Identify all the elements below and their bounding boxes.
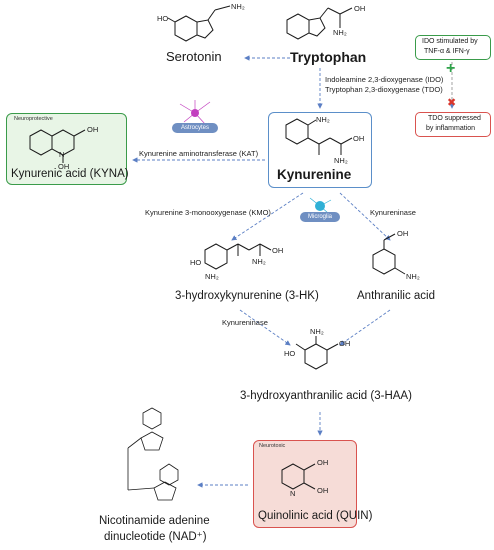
anthranilic-nh2: NH₂ [406, 272, 420, 281]
kynurenine-box [268, 112, 372, 188]
tryptophan-oh: OH [354, 4, 366, 13]
arrow-anthranilic-to-3haa [339, 309, 391, 346]
serotonin-structure [167, 5, 231, 42]
arrow-kyn-to-anthranilic [339, 192, 391, 241]
quin-structure [281, 463, 316, 490]
kynurenine-structure [285, 118, 353, 155]
arrow-kyn-to-3hk [231, 192, 304, 241]
kynurenine-label: Kynurenine [277, 167, 352, 182]
tryptophan-label: Tryptophan [290, 49, 367, 65]
ido-stimulated-box [415, 35, 491, 60]
tdo-suppressed-line2: by inflammation [426, 125, 476, 132]
3haa-label: 3-hydroxyanthranilic acid (3-HAA) [240, 390, 412, 402]
ido-stimulated-line1: IDO stimulated by [422, 38, 478, 45]
kyna-label: Kynurenic acid (KYNA) [11, 168, 129, 180]
tdo-suppressed-line1: TDO suppressed [428, 115, 481, 122]
tryptophan-nh2: NH₂ [333, 28, 347, 37]
tdo-suppressed-box [415, 112, 491, 137]
quin-n: N [290, 489, 296, 498]
kmo-enzyme-label: Kynurenine 3-monooxygenase (KMO) [145, 208, 271, 217]
neurotoxic-tag: Neurotoxic [259, 443, 286, 449]
kynurenine-nh2: NH₂ [334, 156, 348, 165]
3hk-ho: HO [190, 258, 202, 267]
kynureninase-left-label: Kynureninase [222, 318, 268, 327]
kyna-oh: OH [58, 162, 70, 171]
3haa-oh: OH [339, 339, 351, 348]
quin-label: Quinolinic acid (QUIN) [258, 510, 373, 522]
serotonin-nh2: NH₂ [231, 2, 245, 11]
3hk-nh2-side: NH₂ [252, 257, 266, 266]
microglia-cell-icon [309, 197, 332, 214]
kyna-acid-oh: OH [87, 125, 99, 134]
3hk-oh: OH [272, 246, 284, 255]
plus-icon: + [446, 60, 456, 77]
kyna-box [6, 113, 127, 185]
tdo-enzyme-label: Tryptophan 2,3-dioxygenase (TDO) [325, 85, 443, 94]
astrocytes-label: Astrocytes [172, 123, 218, 133]
nad-structure [127, 407, 179, 501]
kynurenine-oh: OH [353, 134, 365, 143]
kyna-n: N [59, 150, 65, 159]
anthranilic-oh: OH [397, 229, 409, 238]
nad-label-line2: dinucleotide (NAD⁺) [104, 531, 207, 543]
3haa-nh2: NH₂ [310, 327, 324, 336]
ido-enzyme-label: Indoleamine 2,3-dioxygenase (IDO) [325, 75, 444, 84]
3hk-label: 3-hydroxykynurenine (3-HK) [175, 290, 319, 302]
microglia-label: Microglia [300, 212, 340, 222]
kynureninase-right-label: Kynureninase [370, 208, 416, 217]
serotonin-label: Serotonin [166, 49, 222, 64]
kynurenine-nh2-top: NH₂ [316, 115, 330, 124]
quin-oh-top: OH [317, 458, 329, 467]
kat-enzyme-label: Kynurenine aminotransferase (KAT) [139, 149, 259, 158]
arrow-3hk-to-3haa [239, 309, 291, 346]
3haa-structure [295, 336, 339, 370]
3hk-nh2: NH₂ [205, 272, 219, 281]
anthranilic-label: Anthranilic acid [357, 290, 435, 302]
ido-stimulated-line2: TNF-α & IFN-γ [424, 48, 470, 55]
kyna-structure [29, 129, 86, 163]
3haa-ho: HO [284, 349, 296, 358]
astrocyte-cell-icon [179, 100, 211, 125]
quin-oh-bottom: OH [317, 486, 329, 495]
3hk-structure [204, 243, 272, 270]
cross-icon: ✖ [447, 97, 457, 109]
nad-label-line1: Nicotinamide adenine [99, 515, 210, 527]
neuroprotective-tag: Neuroprotective [14, 116, 53, 122]
tryptophan-structure [286, 7, 353, 40]
anthranilic-structure [372, 233, 406, 275]
serotonin-ho: HO [157, 14, 169, 23]
